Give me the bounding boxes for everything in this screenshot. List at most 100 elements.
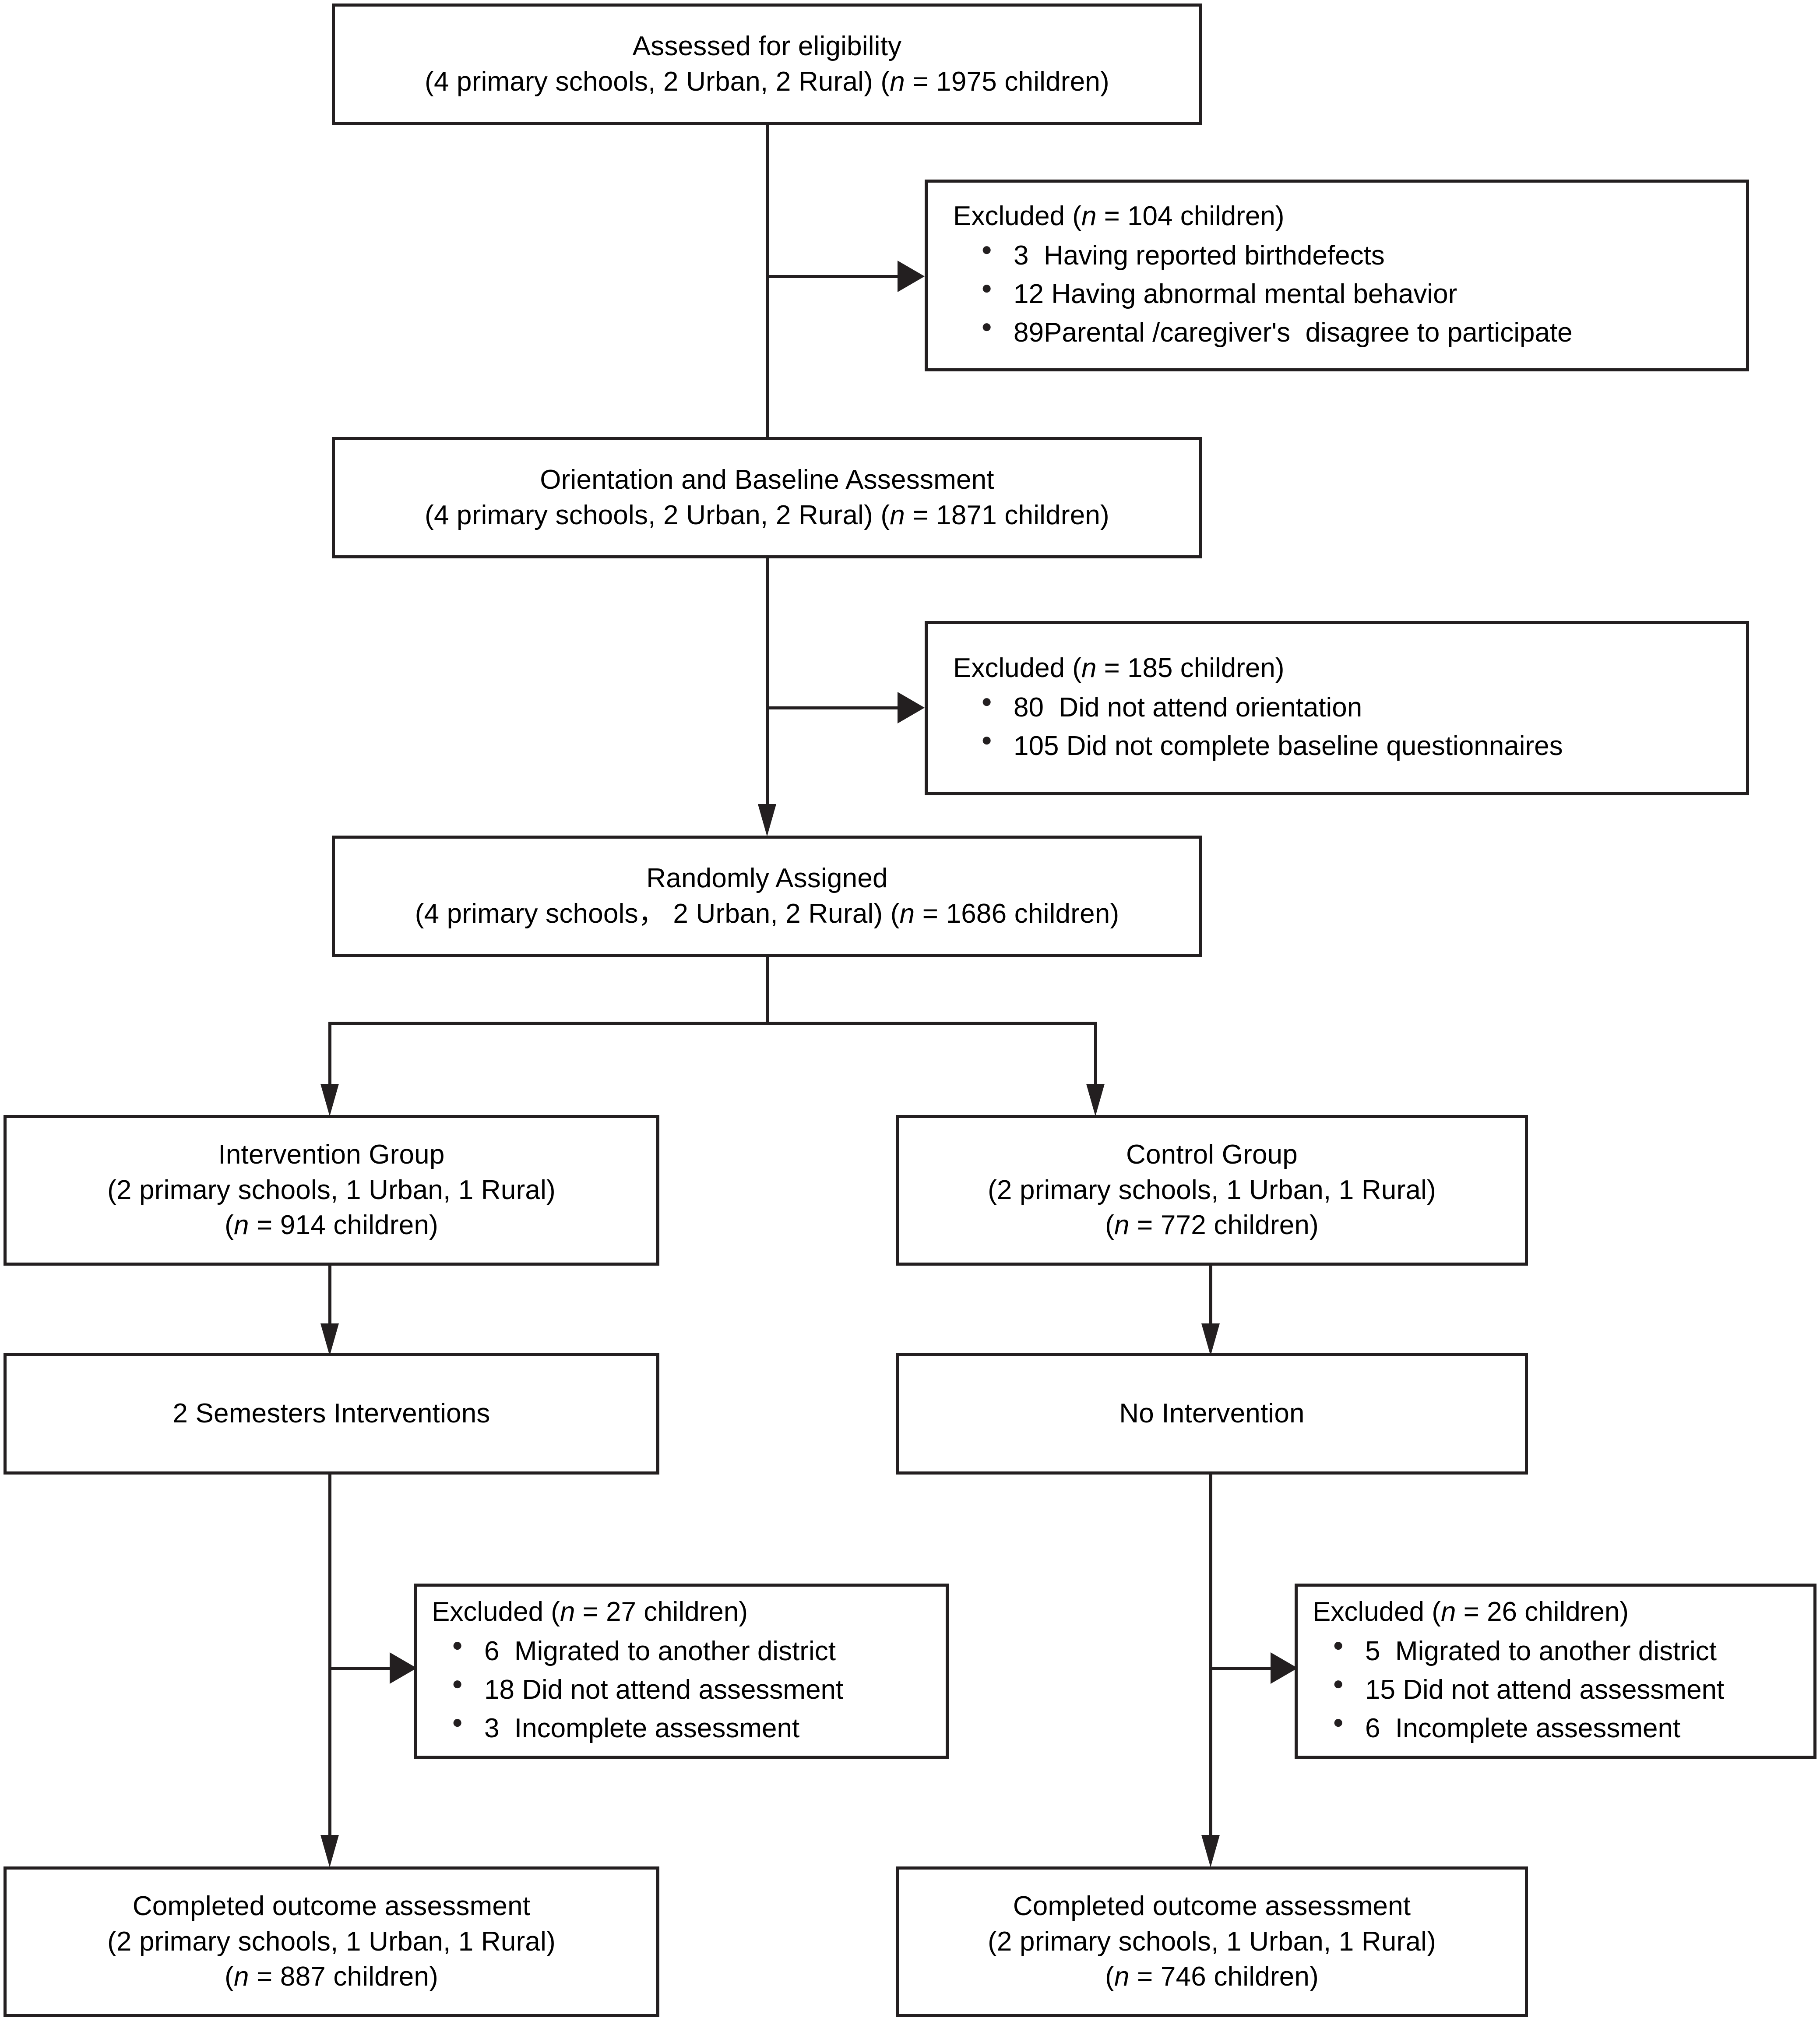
arrowhead-to-randomized [758,804,776,836]
connector-randomized-split [328,1022,1097,1025]
excluded-intervention-heading-suffix: = 27 children) [575,1596,748,1627]
excluded-control-reason-list: 5 Migrated to another district 15 Did no… [1313,1632,1813,1748]
outcome-intervention-line-3: (n = 887 children) [225,1959,438,1995]
arrowhead-to-semesters [320,1323,339,1356]
node-excluded-intervention-followup: Excluded (n = 27 children) 6 Migrated to… [414,1584,949,1759]
excluded-control-item-1-count: 15 [1365,1675,1395,1705]
node-excluded-baseline: Excluded (n = 185 children) 80 Did not a… [925,621,1749,795]
excluded-intervention-item-1-reason: Did not attend assessment [514,1675,844,1705]
excluded2-reason-list: 80 Did not attend orientation 105 Did no… [953,688,1746,766]
list-item: 80 Did not attend orientation [981,688,1746,727]
control-group-line-3-prefix: ( [1105,1210,1114,1241]
excluded2-item-1-count: 105 [1014,731,1059,762]
arrowhead-to-outcome-control [1201,1835,1220,1867]
excluded-control-item-2-reason: Incomplete assessment [1380,1713,1681,1744]
arrowhead-to-excluded2 [898,692,925,723]
connector-no-intervention-to-excluded-control [1209,1667,1275,1670]
intervention-group-line-3-suffix: = 914 children) [249,1210,438,1241]
excluded2-heading-suffix: = 185 children) [1096,653,1285,683]
intervention-group-line-3-prefix: ( [225,1210,234,1241]
excluded-intervention-heading-prefix: Excluded ( [432,1596,560,1627]
excluded-control-content: Excluded (n = 26 children) 5 Migrated to… [1298,1595,1813,1748]
list-item: 3 Having reported birthdefects [981,236,1746,275]
excluded-control-item-0-reason: Migrated to another district [1380,1636,1717,1667]
randomized-line-1: Randomly Assigned [646,863,888,893]
outcome-intervention-line-2: (2 primary schools, 1 Urban, 1 Rural) [107,1926,556,1957]
excluded-intervention-n-symbol: n [560,1596,575,1627]
node-outcome-intervention: Completed outcome assessment (2 primary … [4,1866,659,2017]
node-outcome-control: Completed outcome assessment (2 primary … [896,1866,1528,2017]
outcome-control-line-2: (2 primary schools, 1 Urban, 1 Rural) [988,1926,1436,1957]
node-no-intervention: No Intervention [896,1353,1528,1475]
excluded-intervention-item-0-reason: Migrated to another district [499,1636,836,1667]
connector-semesters-to-excluded-intervention [328,1667,394,1670]
connector-randomized-to-control [1094,1022,1097,1092]
connector-control-to-no-intervention [1209,1266,1212,1330]
randomized-line-2: (4 primary schools， 2 Urban, 2 Rural) (n… [415,896,1119,932]
control-group-line-2: (2 primary schools, 1 Urban, 1 Rural) [988,1175,1436,1205]
outcome-intervention-line-3-suffix: = 887 children) [249,1962,438,1992]
excluded-control-n-symbol: n [1440,1596,1456,1627]
excluded-intervention-item-2-reason: Incomplete assessment [499,1713,800,1744]
randomized-line-2-suffix: = 1686 children) [915,898,1119,929]
excluded-control-heading-prefix: Excluded ( [1313,1596,1441,1627]
excluded-control-item-1-reason: Did not attend assessment [1395,1675,1725,1705]
outcome-intervention-line-1: Completed outcome assessment [132,1891,531,1922]
node-intervention-group: Intervention Group (2 primary schools, 1… [4,1115,659,1266]
list-item: 18 Did not attend assessment [452,1670,946,1709]
excluded1-item-2-reason: Parental /caregiver's disagree to partic… [1043,318,1573,348]
intervention-group-n-symbol: n [233,1210,249,1241]
excluded1-item-0-count: 3 [1014,240,1029,271]
arrowhead-to-no-intervention [1201,1323,1220,1356]
list-item: 5 Migrated to another district [1333,1632,1813,1671]
node-orientation-baseline: Orientation and Baseline Assessment (4 p… [332,437,1202,558]
excluded1-n-symbol: n [1081,201,1097,231]
intervention-group-line-2: (2 primary schools, 1 Urban, 1 Rural) [107,1175,556,1205]
excluded1-heading-suffix: = 104 children) [1096,201,1285,231]
excluded-intervention-item-0-count: 6 [484,1636,500,1667]
arrowhead-to-control-group [1086,1084,1105,1116]
excluded2-n-symbol: n [1081,653,1097,683]
outcome-control-line-3-suffix: = 746 children) [1129,1962,1319,1992]
list-item: 12 Having abnormal mental behavior [981,275,1746,314]
excluded2-heading-prefix: Excluded ( [953,653,1081,683]
excluded-intervention-content: Excluded (n = 27 children) 6 Migrated to… [417,1595,946,1748]
list-item: 3 Incomplete assessment [452,1709,946,1748]
excluded2-item-0-reason: Did not attend orientation [1043,692,1362,723]
connector-intervention-to-semesters [328,1266,331,1330]
excluded1-content: Excluded (n = 104 children) 3 Having rep… [928,199,1746,353]
assessed-line-1: Assessed for eligibility [632,31,902,61]
orientation-line-1: Orientation and Baseline Assessment [540,464,994,495]
list-item: 15 Did not attend assessment [1333,1670,1813,1709]
excluded1-item-1-count: 12 [1014,279,1044,310]
intervention-group-line-3: (n = 914 children) [225,1208,438,1243]
node-control-group: Control Group (2 primary schools, 1 Urba… [896,1115,1528,1266]
excluded2-item-1-reason: Did not complete baseline questionnaires [1059,731,1563,762]
connector-semesters-to-outcome-intervention [328,1475,331,1855]
list-item: 6 Incomplete assessment [1333,1709,1813,1748]
assessed-line-2: (4 primary schools, 2 Urban, 2 Rural) (n… [425,64,1109,100]
excluded1-reason-list: 3 Having reported birthdefects 12 Having… [953,236,1746,352]
arrowhead-to-excluded-intervention [390,1652,417,1684]
excluded-control-heading-suffix: = 26 children) [1456,1596,1629,1627]
control-group-line-3-suffix: = 772 children) [1129,1210,1319,1241]
orientation-line-2: (4 primary schools, 2 Urban, 2 Rural) (n… [425,498,1109,533]
control-group-line-1: Control Group [1126,1140,1298,1170]
node-assessed-for-eligibility: Assessed for eligibility (4 primary scho… [332,4,1202,125]
arrowhead-to-excluded1 [898,261,925,292]
assessed-line-2-suffix: = 1975 children) [905,66,1109,97]
excluded1-item-0-reason: Having reported birthdefects [1028,240,1385,271]
two-semesters-label: 2 Semesters Interventions [172,1398,490,1429]
arrowhead-to-excluded-control [1271,1652,1298,1684]
outcome-control-line-3: (n = 746 children) [1105,1959,1319,1995]
node-randomly-assigned: Randomly Assigned (4 primary schools， 2 … [332,836,1202,957]
excluded1-heading-prefix: Excluded ( [953,201,1081,231]
connector-randomized-to-intervention [328,1022,331,1092]
control-group-n-symbol: n [1114,1210,1130,1241]
node-two-semesters-interventions: 2 Semesters Interventions [4,1353,659,1475]
orientation-line-2-prefix: (4 primary schools, 2 Urban, 2 Rural) ( [425,500,890,530]
connector-assessed-to-orientation [766,125,769,437]
randomized-line-2-prefix: (4 primary schools， 2 Urban, 2 Rural) ( [415,898,900,929]
excluded-intervention-heading: Excluded (n = 27 children) [432,1595,946,1630]
